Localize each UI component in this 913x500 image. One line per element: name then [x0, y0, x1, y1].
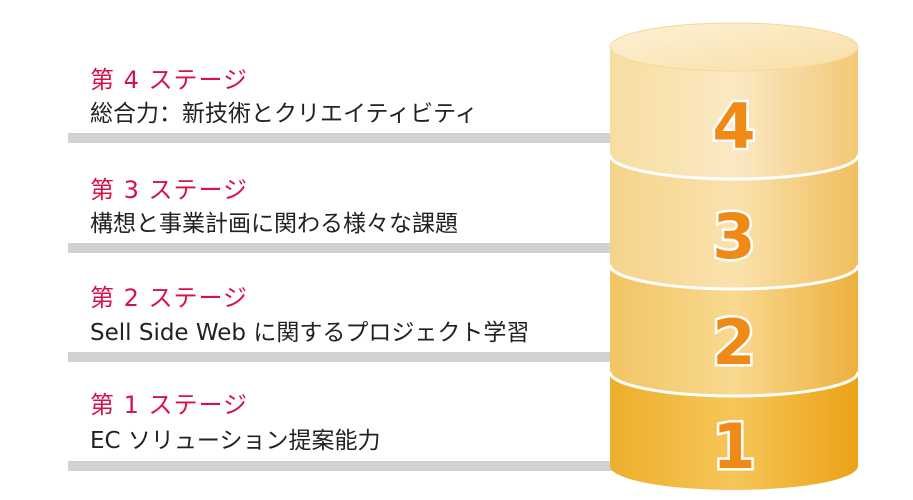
stage-2-number: 2	[712, 306, 755, 379]
stage-4-divider	[68, 133, 668, 143]
stage-3-description: 構想と事業計画に関わる様々な課題	[90, 211, 458, 237]
stage-4-number: 4	[712, 90, 755, 163]
stage-2-divider	[68, 352, 668, 362]
stage-3-number: 3	[712, 200, 755, 273]
stage-1-divider	[68, 461, 668, 471]
stage-1-description: EC ソリューション提案能力	[90, 428, 381, 454]
cylinder-segment-4	[608, 22, 860, 181]
stage-1-title: 第 1 ステージ	[90, 391, 249, 419]
stage-2-title: 第 2 ステージ	[90, 284, 249, 312]
stage-3-divider	[68, 243, 668, 253]
stage-4-description: 総合力：新技術とクリエイティビティ	[90, 101, 478, 127]
stage-3-title: 第 3 ステージ	[90, 176, 249, 204]
stage-1-number: 1	[712, 410, 755, 483]
stage-4-title: 第 4 ステージ	[90, 66, 249, 94]
stage-2-description: Sell Side Web に関するプロジェクト学習	[90, 320, 530, 346]
